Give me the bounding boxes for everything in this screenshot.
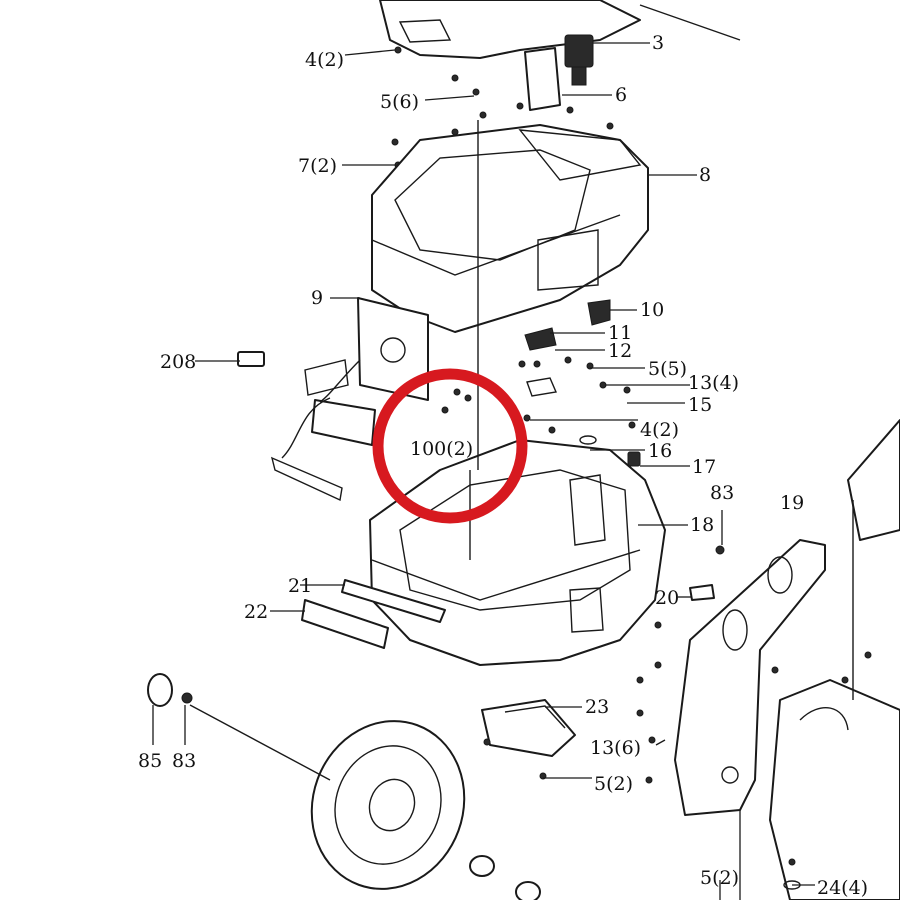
- label-16: 16: [648, 440, 672, 462]
- bracket-part-19: [674, 539, 826, 816]
- leader-lines: [152, 42, 815, 900]
- label-12: 12: [608, 340, 632, 362]
- label-13-bottom: 13(6): [590, 737, 641, 759]
- label-5-corner: 5(2): [700, 867, 739, 889]
- label-100: 100(2): [410, 438, 473, 460]
- label-23: 23: [585, 696, 609, 718]
- wheel-part: [147, 673, 541, 900]
- label-24: 24(4): [817, 877, 868, 899]
- screws-middle: [441, 356, 641, 467]
- part-10: [587, 299, 611, 326]
- label-3: 3: [652, 32, 664, 54]
- label-83-left: 83: [172, 750, 196, 772]
- part-20: [689, 584, 715, 601]
- label-7: 7(2): [298, 155, 337, 177]
- label-5-top: 5(6): [380, 91, 419, 113]
- label-208: 208: [160, 351, 196, 373]
- label-8: 8: [699, 164, 711, 186]
- label-83-right: 83: [710, 482, 734, 504]
- label-17: 17: [692, 456, 716, 478]
- label-13-top: 13(4): [688, 372, 739, 394]
- part-22: [301, 599, 389, 649]
- label-21: 21: [288, 575, 312, 597]
- label-85: 85: [138, 750, 162, 772]
- top-cover-part: [379, 0, 741, 59]
- label-5-bottom: 5(2): [594, 773, 633, 795]
- label-22: 22: [244, 601, 268, 623]
- screws-lower: [483, 545, 872, 890]
- part-11-12: [524, 327, 557, 351]
- part-23: [481, 699, 576, 757]
- label-10: 10: [640, 299, 664, 321]
- label-20: 20: [655, 587, 679, 609]
- label-11: 11: [608, 322, 632, 344]
- label-4-mid: 4(2): [640, 419, 679, 441]
- part-208: [237, 351, 265, 367]
- label-15: 15: [688, 394, 712, 416]
- label-19: 19: [780, 492, 804, 514]
- label-6: 6: [615, 84, 627, 106]
- label-4-top: 4(2): [305, 49, 344, 71]
- label-9: 9: [311, 287, 323, 309]
- label-18: 18: [690, 514, 714, 536]
- pcb-part-9: [270, 297, 429, 502]
- screws-top: [391, 46, 614, 169]
- part-21: [341, 579, 446, 623]
- frame-right: [769, 419, 900, 900]
- switch-part-3: [564, 34, 594, 86]
- label-5-mid: 5(5): [648, 358, 687, 380]
- bracket-part-6: [524, 47, 561, 111]
- highlight-circle: [372, 368, 528, 524]
